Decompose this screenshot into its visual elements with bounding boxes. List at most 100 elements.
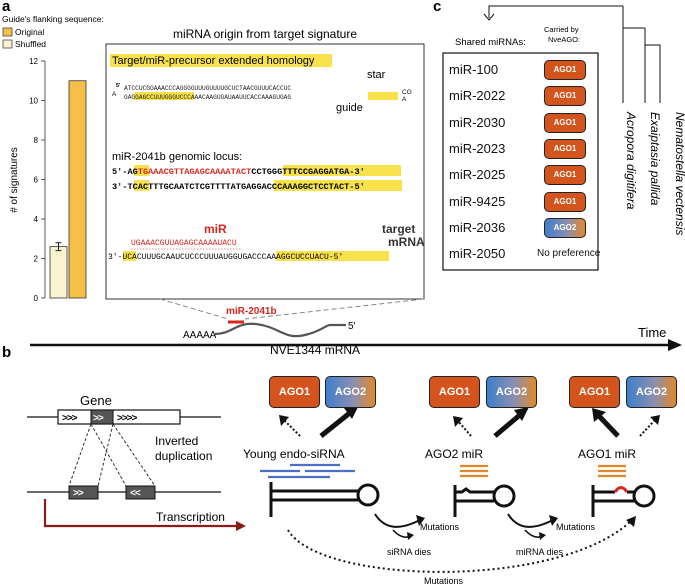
bar-original [68, 80, 87, 299]
mutation-arrowhead-2-icon [549, 515, 558, 526]
panel-b-letter: b [2, 344, 11, 361]
hairpin-5prime: 5' [116, 83, 121, 89]
legend-label-original: Original [15, 27, 44, 37]
y-axis-label: # of signatures [9, 147, 20, 213]
inverted-label-2: duplication [155, 449, 212, 463]
ago1mir-hairpin-loop [632, 484, 656, 508]
species-acropora: Acropora digitifera [624, 111, 638, 210]
stage2-ago1-box: AGO1 [429, 376, 480, 408]
gene-box [57, 409, 181, 425]
mirna-name: miR-2022 [449, 88, 506, 104]
locus2-a: TC [127, 182, 137, 192]
bottom-mutation-arrowhead-icon [626, 516, 636, 527]
panel-a-letter: a [2, 0, 11, 15]
mirna-ago-badge: AGO1 [544, 60, 586, 80]
locus1-highlight-a [134, 165, 149, 176]
dup-box-left [68, 485, 99, 500]
gene-title: Gene [80, 393, 112, 408]
locus1-highlight-c [283, 165, 401, 176]
zoom-line-right [244, 298, 425, 320]
mirna-ago-badge: AGO2 [544, 217, 586, 238]
locus2-b: ACTTTGCAATCTCGTTTTATG [138, 182, 246, 192]
y-tick-label: 10 [29, 97, 38, 106]
mirna-name: miR-2030 [449, 114, 506, 130]
dup-line-2 [97, 423, 114, 487]
y-tick-label: 8 [34, 136, 39, 145]
mirna-name: miR-100 [449, 62, 499, 77]
mutation-arrow-2 [507, 513, 554, 528]
mrna-5prime: 5' [348, 321, 356, 332]
mirna-ago-badge: AGO1 [544, 86, 586, 107]
stage3-ago1-box: AGO1 [569, 376, 620, 408]
target-highlight-c [276, 251, 389, 261]
no-preference-label: No preference [537, 248, 601, 260]
stage2-arrow-ago1 [457, 420, 472, 437]
dup-line-4 [112, 423, 156, 487]
stage2-arrowhead-ago1-icon [453, 416, 463, 427]
stage3-ago2-box: AGO2 [626, 376, 677, 408]
sirna-dies-label: siRNA dies [387, 547, 432, 557]
time-arrow-head-icon [668, 339, 682, 351]
stage2-ago2-box: AGO2 [486, 376, 537, 408]
locus1-a: AG [127, 167, 137, 177]
transcription-label: Transcription [156, 510, 225, 524]
stage1-arrowhead-ago1-icon [279, 415, 289, 426]
ago2mir-hairpin-loop [492, 484, 516, 508]
y-tick-label: 2 [34, 255, 39, 264]
mirna-name: miR-2025 [449, 167, 506, 183]
locus2-c: AGGACCCAAAGGCTCCTACT [246, 182, 349, 192]
dup-left-arrows: >> [73, 488, 84, 499]
site-label: miR-2041b [226, 306, 277, 317]
target-highlight-a [123, 251, 136, 261]
gene-arrows-right: >>>> [117, 413, 138, 424]
tree-root [488, 5, 623, 18]
mirna-name: miR-2050 [449, 246, 506, 262]
mrna-label: mRNA [388, 235, 425, 249]
ago1mir-bulge [613, 486, 629, 493]
guide-label: guide [336, 102, 363, 114]
transcription-arrow-head-icon [236, 521, 246, 531]
mirna-ago-badge: AGO1 [544, 112, 586, 133]
stage1-arrow-ago1 [283, 419, 301, 437]
gene-label: NVE1344 mRNA [270, 343, 360, 357]
mutations-label-2: Mutations [556, 522, 596, 532]
hairpin-highlight-left [134, 92, 194, 100]
target-a: UC [122, 253, 132, 262]
bottom-mutation-arrow [287, 519, 633, 573]
hairpin-highlight-right [368, 92, 398, 100]
stage2-arrowhead-ago2-icon [514, 407, 529, 421]
stage1-arrowhead-ago2-icon [344, 405, 359, 419]
target-right: -5' [329, 253, 343, 262]
sirna-dies-arrowhead-icon [407, 532, 414, 540]
hairpin-top-seq: ATCCUCGGAAACCCAGGGGUUUGUUUUGCUCTAACGUUUC… [124, 85, 291, 92]
target-b: ACUUUGCAAUCUCCCUUUAUGGU [132, 253, 243, 262]
locus2-highlight-a [134, 180, 149, 191]
locus-line-1: 5'-AGTGAAACGTTAGAGCAAAATACTCCTGGGTTTCCGA… [112, 167, 365, 177]
bar-shuffled [49, 246, 68, 299]
sirna-hairpin-stem [269, 482, 358, 517]
mirna-table-box [442, 52, 599, 271]
stage3-arrowhead-ago2-icon [650, 415, 660, 425]
mutations-label-1: Mutations [420, 522, 460, 532]
gene-arrows-mid: >> [93, 413, 104, 424]
locus2-right: -5' [349, 182, 364, 192]
mirna-dies-arrowhead-icon [539, 532, 546, 540]
mirna-name: miR-9425 [449, 193, 506, 209]
mirna-ago-badge: AGO1 [544, 191, 586, 212]
dup-right-arrows: << [130, 488, 141, 499]
legend-title: Guide's flanking sequence: [2, 14, 104, 24]
species-exaiptasia: Exaiptasia pallida [648, 112, 662, 206]
bottom-mutations-label: Mutations [424, 576, 464, 586]
y-tick-label: 12 [29, 57, 38, 66]
species-nematostella: Nematostella vectensis [673, 112, 685, 235]
dup-box-right [125, 485, 156, 500]
mirna-dies-label: miRNA dies [516, 547, 564, 557]
sirna-hairpin-loop [356, 483, 380, 507]
hairpin-bottom-seq: GAGGAGCCUUUGGGUCCCAAACAAGUGAUAAUUCACCAAA… [124, 94, 291, 101]
zoom-line-left [159, 298, 229, 320]
y-tick-label: 4 [34, 215, 39, 224]
inverted-label-1: Inverted [155, 434, 198, 448]
header-shared: Shared miRNAs: [455, 37, 526, 48]
mirna-name: miR-2023 [449, 140, 506, 156]
mutation-arrow-1 [374, 513, 421, 528]
